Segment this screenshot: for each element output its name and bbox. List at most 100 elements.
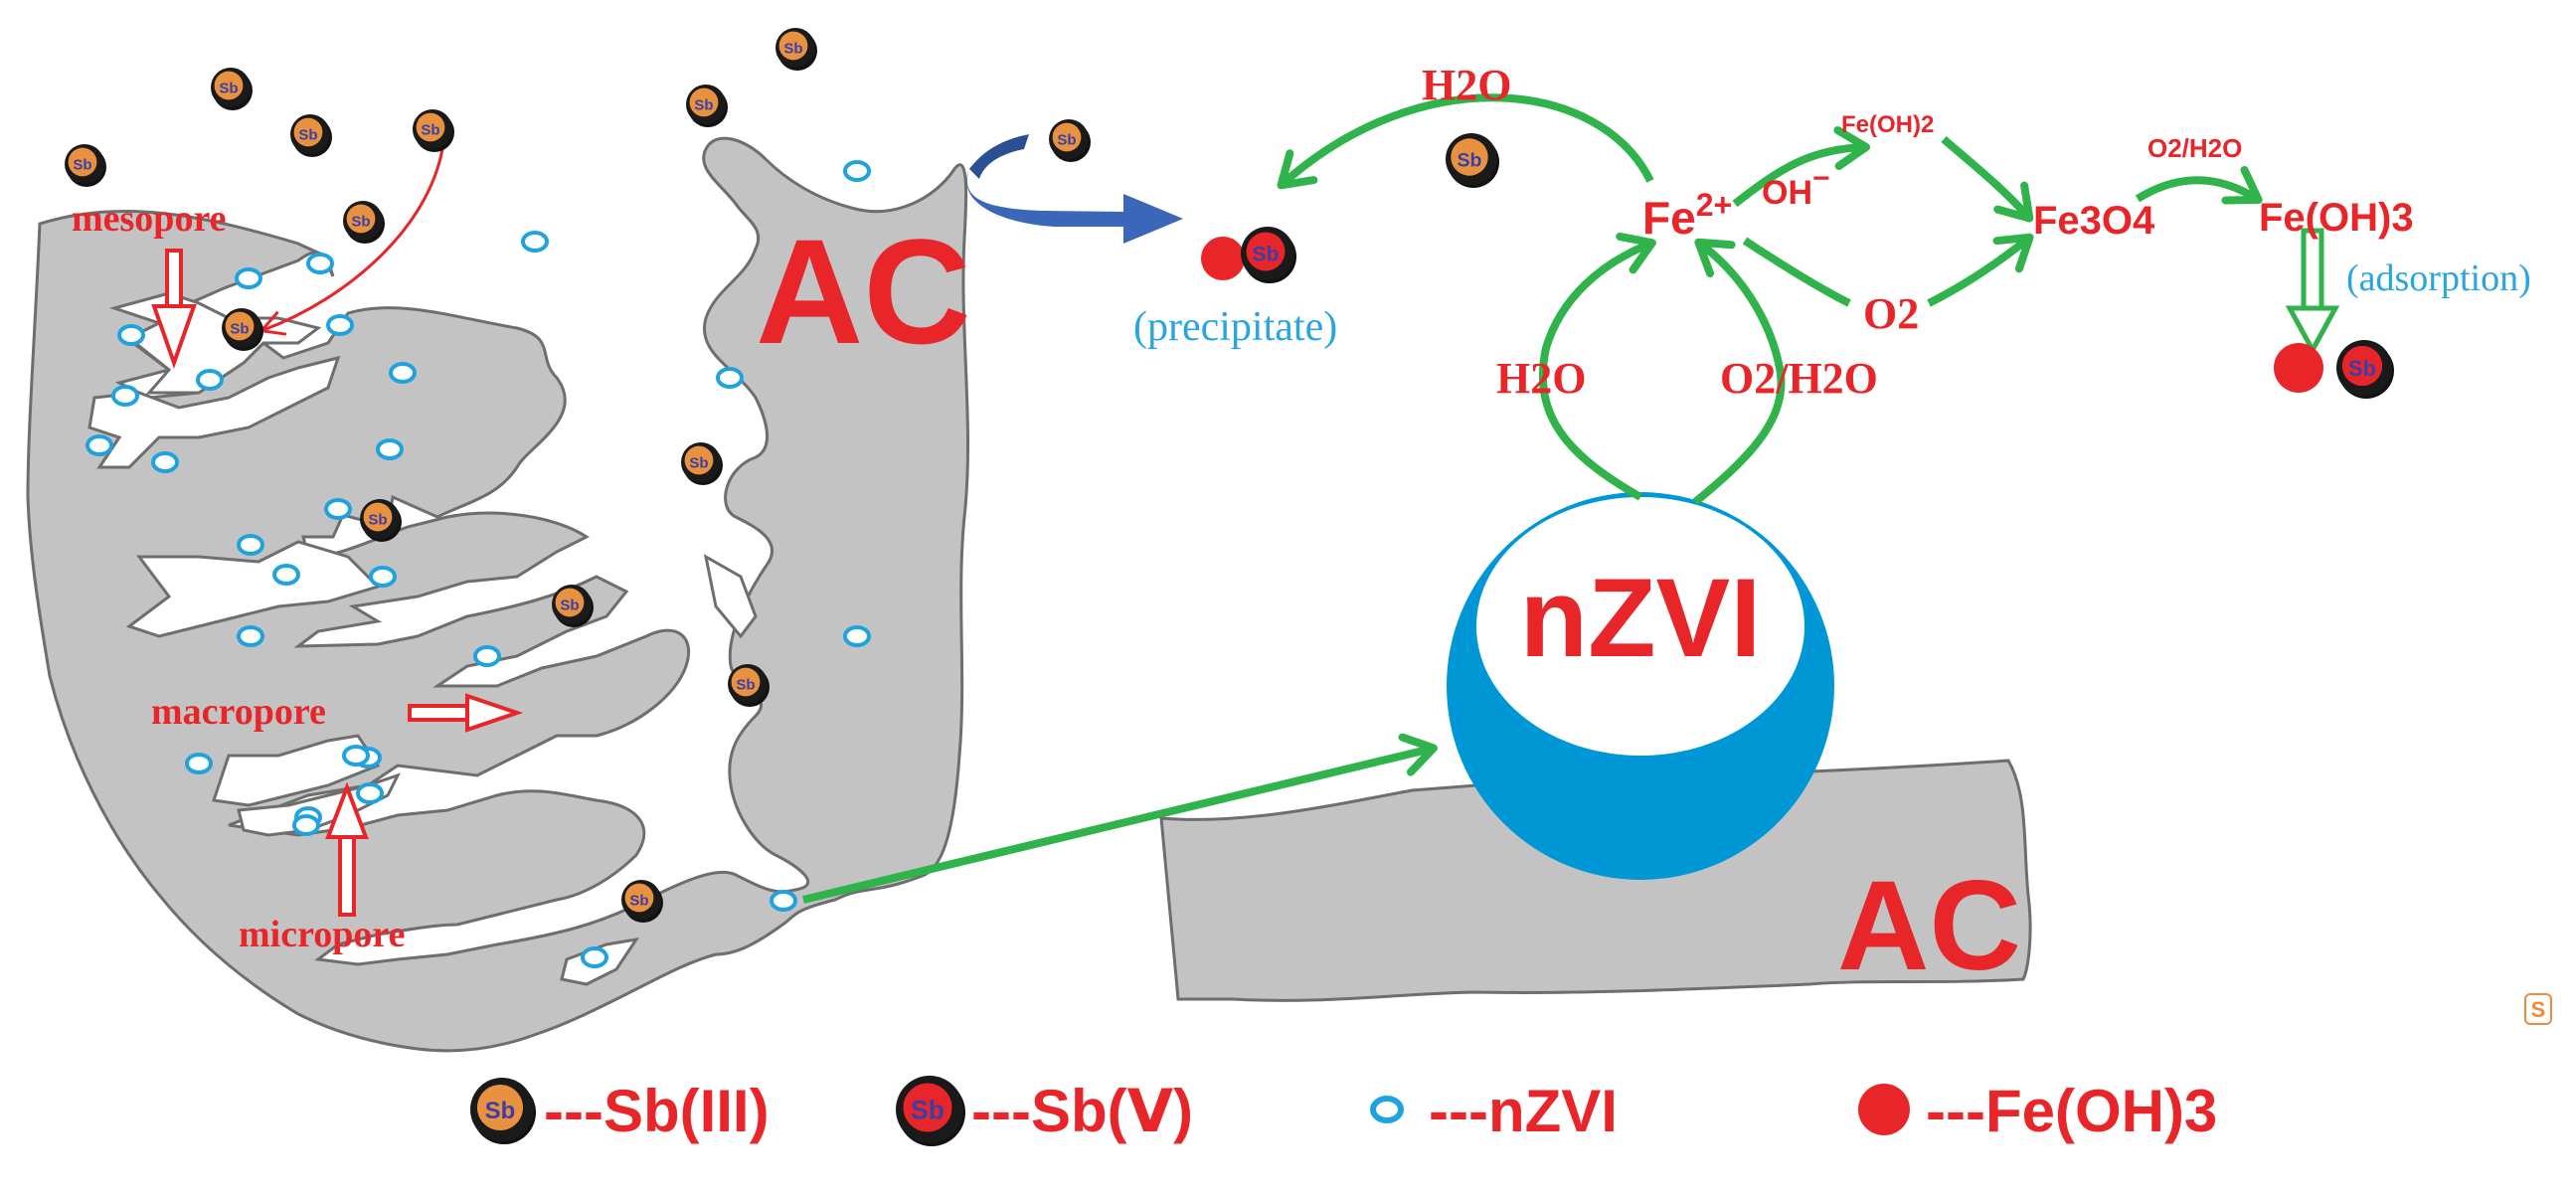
fe2-to-o2-line <box>1742 237 1851 307</box>
nzvi-particle <box>716 367 744 389</box>
sb-symbol: Sb <box>368 512 387 529</box>
feoh2-label: Fe(OH)2 <box>1841 111 1934 138</box>
legend-item: Sb---Sb(Ⅴ) <box>896 1076 1193 1146</box>
legend: Sb---Sb(III)Sb---Sb(Ⅴ)---nZVI---Fe(OH)3 <box>470 1076 2217 1146</box>
sb-symbol: Sb <box>298 127 317 144</box>
sb-symbol: Sb <box>421 122 439 139</box>
oh-base: OH <box>1762 174 1812 212</box>
nzvi-particle <box>306 253 334 274</box>
sb3-particle: Sb <box>211 68 253 110</box>
micropore-label: micropore <box>239 914 405 955</box>
nzvi-particle <box>86 434 113 456</box>
macropore-label: macropore <box>151 691 326 733</box>
adsorbed-feoh3-dot <box>2274 343 2323 393</box>
nzvi-particle <box>237 625 264 647</box>
sb-symbol: Sb <box>629 893 648 910</box>
sb3-particle: Sb <box>343 201 385 244</box>
release-arrow <box>966 169 1183 244</box>
nzvi-particle <box>342 745 370 767</box>
sb3-particle-icon: Sb <box>470 1078 536 1144</box>
sb3-hydrolysis-particle: Sb <box>1446 133 1499 188</box>
macropore-arrow-head <box>465 693 524 733</box>
macropore-cavity <box>125 540 381 638</box>
nzvi-core-shell: nZVI <box>1447 492 1834 880</box>
sb3-particle: Sb <box>681 442 723 485</box>
fe2-charge: 2+ <box>1696 187 1732 223</box>
o2-to-fe3o4-arrow <box>1927 233 2034 307</box>
fe2-to-h2o-arrow <box>1277 93 1654 190</box>
sb-symbol: Sb <box>694 97 713 114</box>
nzvi-to-fe2-o2-arrow <box>1692 238 1786 506</box>
sb5-precipitate-particle: Sb <box>1241 227 1296 283</box>
sb-symbol: Sb <box>1458 149 1482 171</box>
mesopore-arrow-shaft <box>165 249 183 310</box>
fe3o4-to-feoh3-arrow <box>2135 165 2263 205</box>
sb3-particle: Sb <box>290 114 332 157</box>
nzvi-particle <box>185 753 213 774</box>
o2-h2o-label: O2/H2O <box>1720 354 1878 403</box>
o2-h2o-small-label: O2/H2O <box>2147 133 2242 163</box>
nzvi-to-fe2-h2o-arrow <box>1538 232 1656 501</box>
sb-symbol: Sb <box>1057 132 1076 149</box>
macropore-arrow-shaft <box>408 704 471 722</box>
watermark-logo: S <box>2524 993 2552 1025</box>
nzvi-particle <box>356 782 384 804</box>
sb-symbol: Sb <box>911 1096 945 1125</box>
nzvi-particle <box>111 385 139 407</box>
sb3-particle: Sb <box>686 85 728 127</box>
sb3-particle: Sb <box>552 585 594 627</box>
mesopore-label: mesopore <box>72 198 227 240</box>
sb3-particle: Sb <box>621 880 663 923</box>
sb3-particle: Sb <box>65 144 106 187</box>
micropore-arrow-shaft <box>338 833 356 917</box>
oh-label: OH− <box>1762 162 1830 212</box>
sb3-particle: Sb <box>728 664 770 707</box>
sb-symbol: Sb <box>73 157 91 174</box>
adsorption-arrow-shaft <box>2301 228 2324 313</box>
nzvi-particle <box>843 160 871 182</box>
nzvi-particle <box>521 231 549 253</box>
nzvi-label: nZVI <box>1520 556 1762 680</box>
adsorption-arrow-head <box>2285 305 2340 356</box>
nzvi-particle <box>272 564 300 586</box>
sb3-particle: Sb <box>775 28 817 71</box>
fe3o4-label: Fe3O4 <box>2033 199 2155 243</box>
sb5-adsorbed-particle: Sb <box>2336 340 2394 399</box>
ac-left-label: AC <box>756 208 971 375</box>
sb-symbol: Sb <box>351 214 370 231</box>
sb3-particle: Sb <box>1049 119 1091 162</box>
upper-pore-cavity <box>87 355 341 469</box>
sb-symbol: Sb <box>485 1098 516 1124</box>
nzvi-particle <box>369 566 397 588</box>
ac-porous-particle: AC <box>26 136 971 1053</box>
sb3-particle: Sb <box>222 308 263 351</box>
adsorption-label: (adsorption) <box>2346 257 2531 299</box>
mesopore-arrow-head <box>151 304 197 370</box>
sb-symbol: Sb <box>1253 244 1280 266</box>
sb5-particle-icon: Sb <box>896 1076 965 1146</box>
nzvi-particle <box>843 625 871 647</box>
sb-symbol: Sb <box>219 81 238 97</box>
watermark-letter: S <box>2531 997 2546 1022</box>
fe2-to-feoh2-arrow <box>1732 125 1870 208</box>
feoh3-label: Fe(OH)3 <box>2259 196 2414 240</box>
fe2-base: Fe <box>1642 192 1696 244</box>
sb-diffusion-arrow <box>258 148 444 336</box>
pore-labels: mesopore macropore micropore <box>72 198 524 955</box>
nzvi-particle-icon <box>1370 1096 1404 1123</box>
o2-label: O2 <box>1863 289 1919 338</box>
nzvi-particle <box>473 645 501 667</box>
nzvi-core <box>1476 497 1804 756</box>
nzvi-particle <box>581 946 608 968</box>
legend-item: Sb---Sb(III) <box>470 1078 770 1144</box>
reaction-particles <box>1201 237 2323 393</box>
sb3-particle: Sb <box>360 499 402 542</box>
oh-charge: − <box>1812 162 1830 195</box>
nzvi-particle <box>117 324 145 346</box>
sb-symbol: Sb <box>230 321 249 338</box>
nzvi-particle <box>389 362 417 384</box>
nzvi-particles <box>86 160 871 968</box>
legend-label: ---nZVI <box>1429 1078 1618 1144</box>
